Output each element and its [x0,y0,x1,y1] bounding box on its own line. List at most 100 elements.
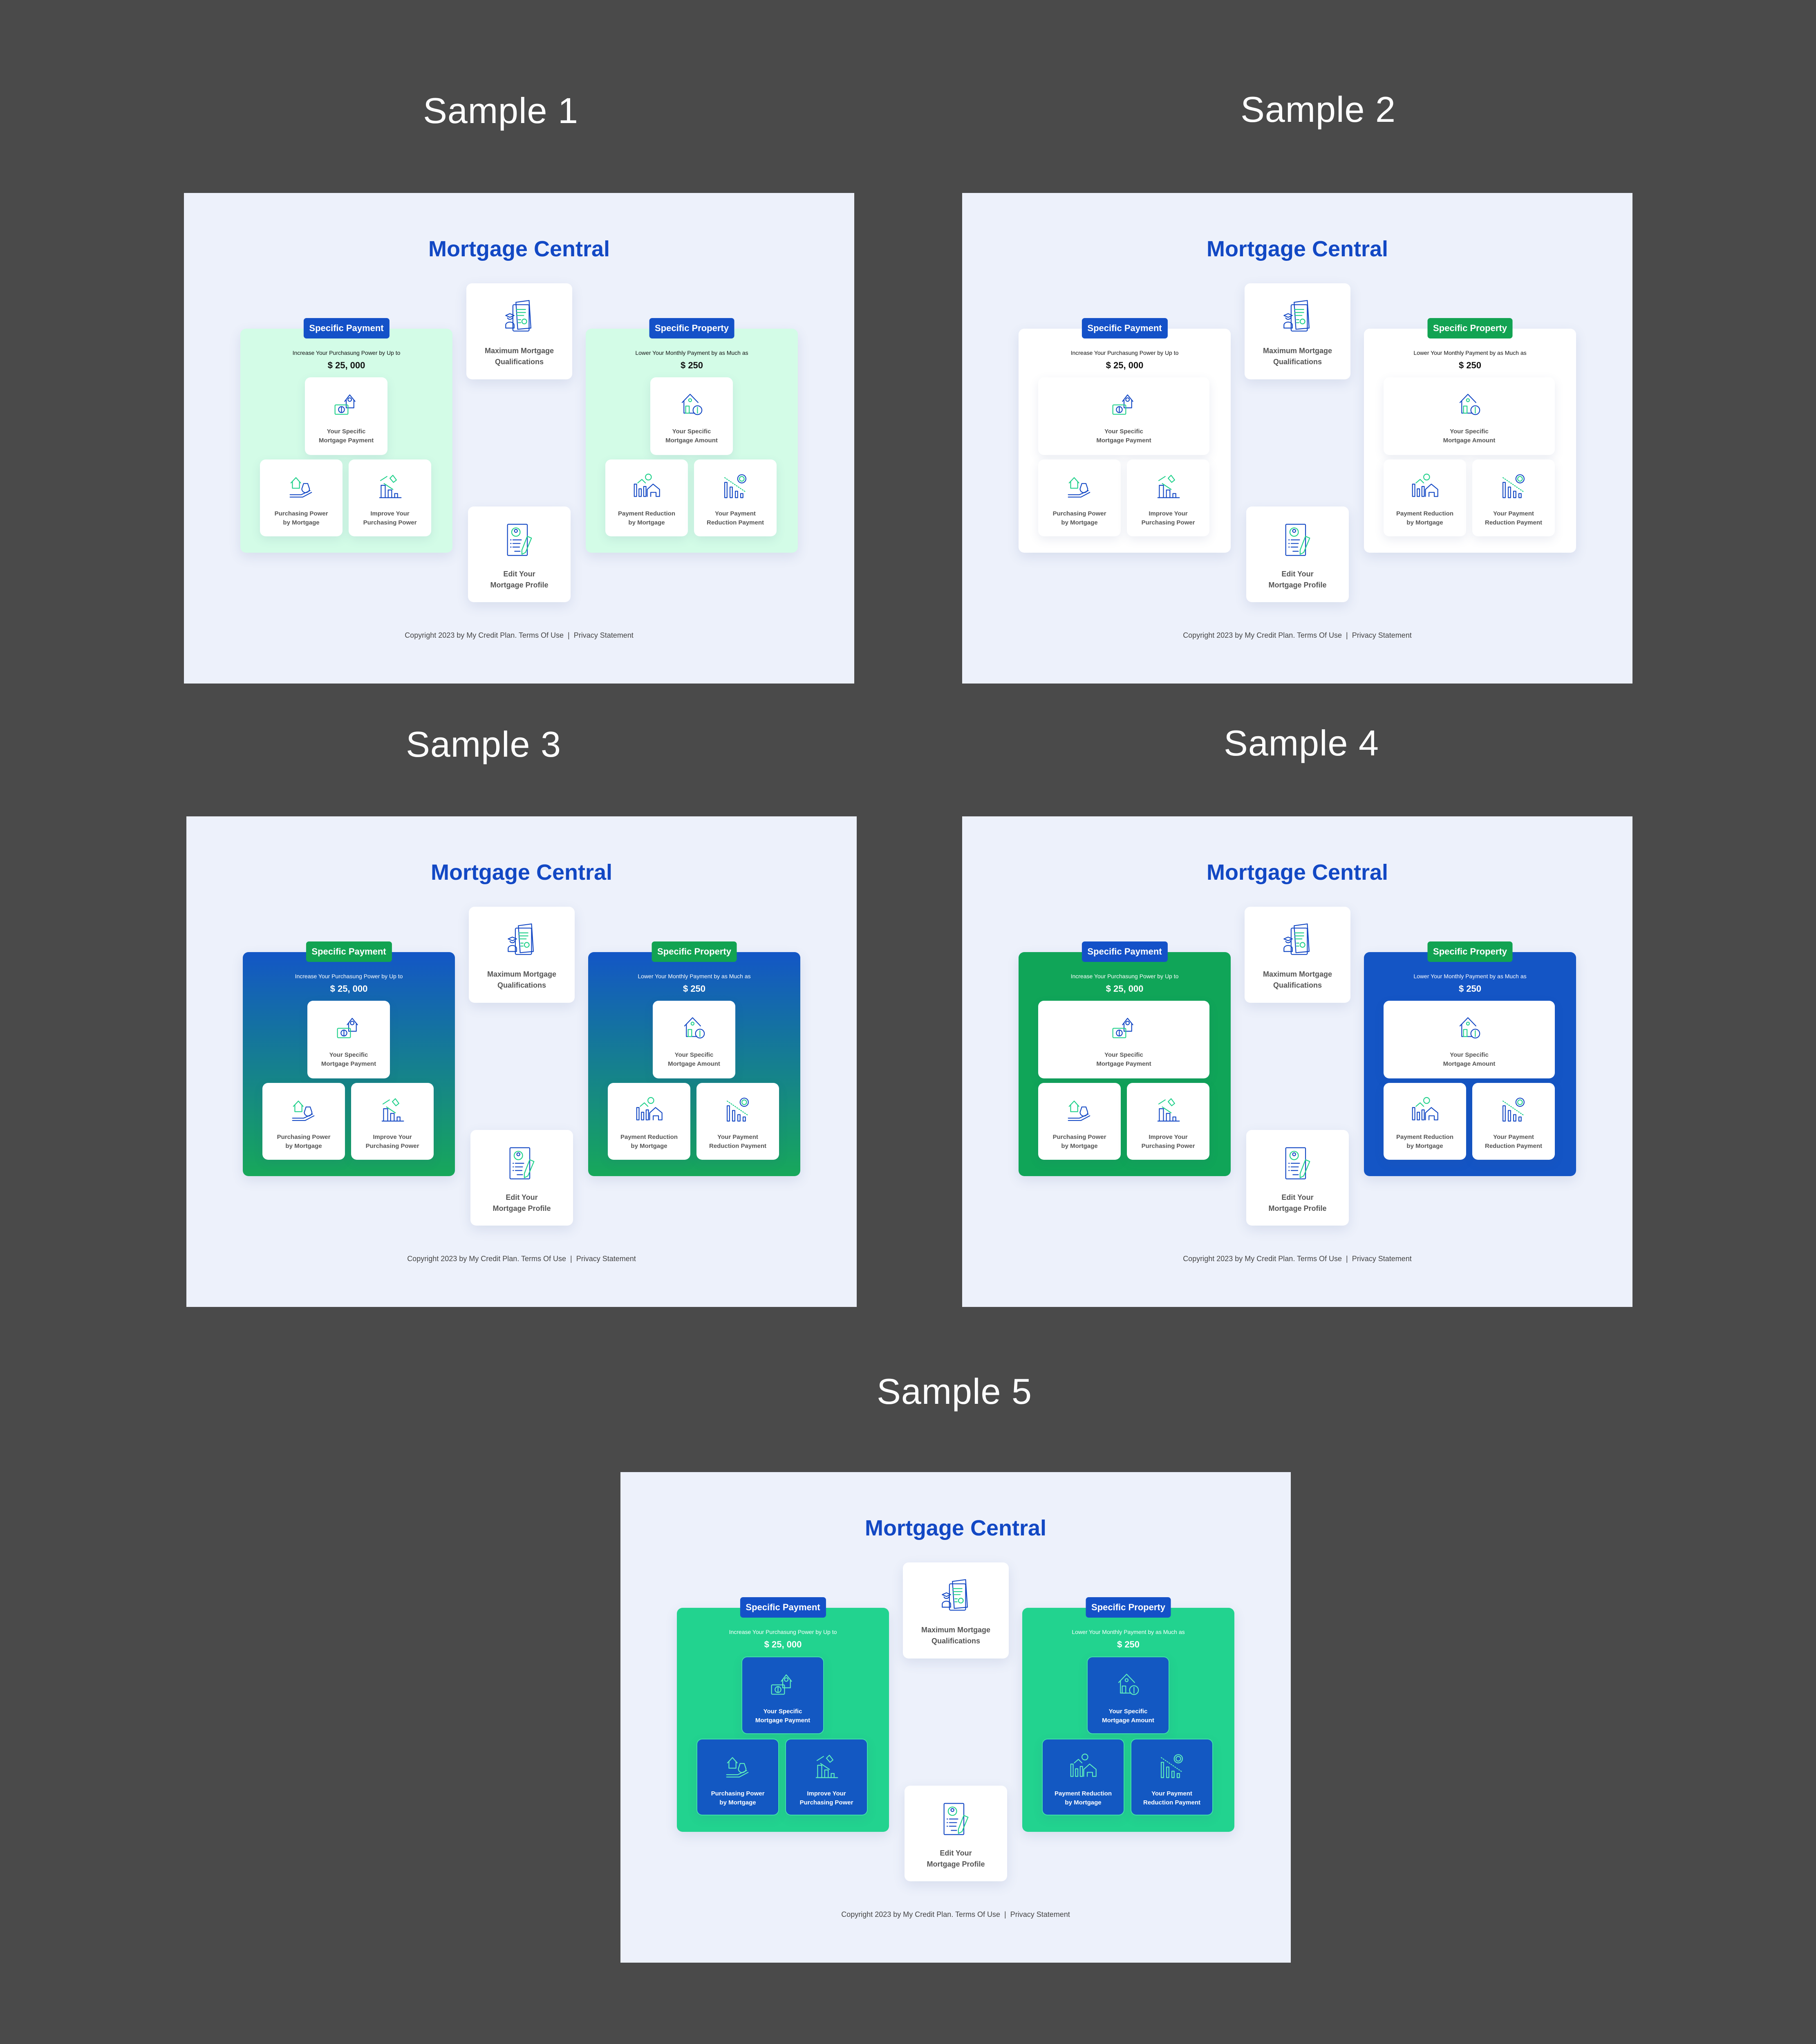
document-graduate-icon [1280,298,1316,336]
purchasing-power-card[interactable]: Purchasing Power by Mortgage [262,1083,345,1160]
your-specific-mortgage-amount-card[interactable]: Your Specific Mortgage Amount [1384,1001,1555,1078]
card-label: Your Specific Mortgage Amount [1443,428,1496,444]
specific-payment-group: Specific Payment Increase Your Purchasun… [1019,318,1231,553]
improve-purchasing-power-card[interactable]: Improve Your Purchasing Power [785,1739,868,1815]
your-specific-mortgage-payment-card[interactable]: Your Specific Mortgage Payment [305,377,387,455]
improve-purchasing-power-card[interactable]: Improve Your Purchasing Power [351,1083,434,1160]
your-specific-mortgage-amount-card[interactable]: Your Specific Mortgage Amount [650,377,733,455]
property-subtitle: Lower Your Monthly Payment by as Much as [1413,973,1527,979]
privacy-link[interactable]: Privacy Statement [1352,1255,1412,1263]
purchasing-power-card[interactable]: Purchasing Power by Mortgage [1038,1083,1121,1160]
sample-label: Sample 3 [406,724,561,764]
payment-reduction-payment-card[interactable]: Your Payment Reduction Payment [694,459,777,536]
payment-reduction-card[interactable]: Payment Reduction by Mortgage [608,1083,690,1160]
house-coin-icon [1455,390,1484,419]
edit-mortgage-profile-card[interactable]: Edit Your Mortgage Profile [468,507,571,602]
your-specific-mortgage-payment-card[interactable]: Your Specific Mortgage Payment [307,1001,390,1078]
card-label: Improve Your Purchasing Power [365,1134,419,1150]
specific-payment-group: Specific Payment Increase Your Purchasun… [240,318,452,553]
your-specific-mortgage-amount-card[interactable]: Your Specific Mortgage Amount [1384,377,1555,455]
hand-house-icon [1065,472,1094,501]
your-specific-mortgage-payment-card[interactable]: Your Specific Mortgage Payment [741,1656,824,1734]
sample-label: Sample 5 [877,1371,1032,1412]
specific-payment-badge[interactable]: Specific Payment [303,318,390,338]
card-label: Your Specific Mortgage Amount [1443,1051,1496,1067]
house-coin-icon [1113,1670,1143,1699]
footer: Copyright 2023 by My Credit Plan. Terms … [962,630,1632,640]
specific-payment-badge[interactable]: Specific Payment [306,941,392,962]
card-label: Purchasing Power by Mortgage [711,1790,765,1806]
copyright-text: Copyright 2023 by My Credit Plan. [405,631,517,639]
maximum-mortgage-qualifications-card[interactable]: Maximum Mortgage Qualifications [466,283,572,379]
privacy-link[interactable]: Privacy Statement [573,631,634,639]
mortgage-central-panel: Mortgage Central Specific Payment Increa… [962,193,1632,684]
sample-label: Sample 1 [423,90,578,131]
bars-coin-icon [721,472,750,501]
edit-mortgage-profile-card[interactable]: Edit Your Mortgage Profile [905,1786,1007,1881]
specific-payment-group: Specific Payment Increase Your Purchasun… [1019,941,1231,1176]
terms-link[interactable]: Terms Of Use [521,1255,567,1263]
house-money-icon [1109,390,1139,419]
card-label: Payment Reduction by Mortgage [1054,1790,1112,1806]
payment-reduction-payment-card[interactable]: Your Payment Reduction Payment [696,1083,779,1160]
page-title: Mortgage Central [430,860,613,885]
specific-property-badge[interactable]: Specific Property [649,318,734,338]
improve-purchasing-power-card[interactable]: Improve Your Purchasing Power [1127,1083,1209,1160]
edit-mortgage-profile-card[interactable]: Edit Your Mortgage Profile [1246,507,1349,602]
privacy-link[interactable]: Privacy Statement [1352,631,1412,639]
terms-link[interactable]: Terms Of Use [955,1910,1001,1918]
purchasing-power-card[interactable]: Purchasing Power by Mortgage [260,459,343,536]
profile-edit-icon [1280,1145,1316,1182]
specific-payment-badge[interactable]: Specific Payment [1082,941,1168,962]
page-title: Mortgage Central [1206,860,1388,885]
mortgage-central-panel: Mortgage Central Specific Payment Increa… [184,193,854,684]
edit-mortgage-profile-card[interactable]: Edit Your Mortgage Profile [470,1130,573,1226]
page-title: Mortgage Central [428,237,610,261]
purchasing-power-card[interactable]: Purchasing Power by Mortgage [1038,459,1121,536]
payment-reduction-payment-card[interactable]: Your Payment Reduction Payment [1131,1739,1213,1815]
specific-property-badge[interactable]: Specific Property [1427,318,1513,338]
your-specific-mortgage-amount-card[interactable]: Your Specific Mortgage Amount [1087,1656,1169,1734]
edit-mortgage-profile-card[interactable]: Edit Your Mortgage Profile [1246,1130,1349,1226]
payment-reduction-card[interactable]: Payment Reduction by Mortgage [1384,459,1466,536]
maximum-mortgage-qualifications-card[interactable]: Maximum Mortgage Qualifications [469,907,575,1003]
your-specific-mortgage-payment-card[interactable]: Your Specific Mortgage Payment [1038,377,1209,455]
privacy-link[interactable]: Privacy Statement [1010,1910,1070,1918]
improve-purchasing-power-card[interactable]: Improve Your Purchasing Power [349,459,431,536]
specific-payment-badge[interactable]: Specific Payment [1082,318,1168,338]
copyright-text: Copyright 2023 by My Credit Plan. [1183,1255,1295,1263]
page-title: Mortgage Central [1206,237,1388,261]
improve-purchasing-power-card[interactable]: Improve Your Purchasing Power [1127,459,1209,536]
card-label: Maximum Mortgage Qualifications [1263,970,1332,989]
payment-reduction-payment-card[interactable]: Your Payment Reduction Payment [1472,1083,1555,1160]
payment-reduction-payment-card[interactable]: Your Payment Reduction Payment [1472,459,1555,536]
card-label: Purchasing Power by Mortgage [277,1134,331,1150]
specific-property-badge[interactable]: Specific Property [1086,1597,1171,1618]
terms-link[interactable]: Terms Of Use [1297,631,1342,639]
your-specific-mortgage-amount-card[interactable]: Your Specific Mortgage Amount [653,1001,735,1078]
payment-reduction-card[interactable]: Payment Reduction by Mortgage [1042,1739,1124,1815]
payment-amount: $ 25, 000 [327,360,365,370]
profile-edit-icon [502,521,537,559]
privacy-link[interactable]: Privacy Statement [576,1255,636,1263]
purchasing-power-card[interactable]: Purchasing Power by Mortgage [696,1739,779,1815]
payment-subtitle: Increase Your Purchasung Power by Up to [1070,973,1179,979]
card-label: Edit Your Mortgage Profile [493,1193,551,1213]
specific-payment-badge[interactable]: Specific Payment [740,1597,826,1618]
payment-reduction-card[interactable]: Payment Reduction by Mortgage [605,459,688,536]
copyright-text: Copyright 2023 by My Credit Plan. [1183,631,1295,639]
bars-house-icon [1068,1752,1098,1781]
card-label: Your Specific Mortgage Payment [755,1708,811,1724]
terms-link[interactable]: Terms Of Use [519,631,564,639]
your-specific-mortgage-payment-card[interactable]: Your Specific Mortgage Payment [1038,1001,1209,1078]
sample-label: Sample 4 [1224,723,1379,763]
maximum-mortgage-qualifications-card[interactable]: Maximum Mortgage Qualifications [1245,283,1350,379]
bars-house-icon [632,472,661,501]
specific-property-badge[interactable]: Specific Property [1427,941,1513,962]
specific-property-badge[interactable]: Specific Property [652,941,737,962]
footer-separator: | [1004,1910,1006,1918]
maximum-mortgage-qualifications-card[interactable]: Maximum Mortgage Qualifications [903,1562,1009,1659]
maximum-mortgage-qualifications-card[interactable]: Maximum Mortgage Qualifications [1245,907,1350,1003]
terms-link[interactable]: Terms Of Use [1297,1255,1342,1263]
payment-reduction-card[interactable]: Payment Reduction by Mortgage [1384,1083,1466,1160]
